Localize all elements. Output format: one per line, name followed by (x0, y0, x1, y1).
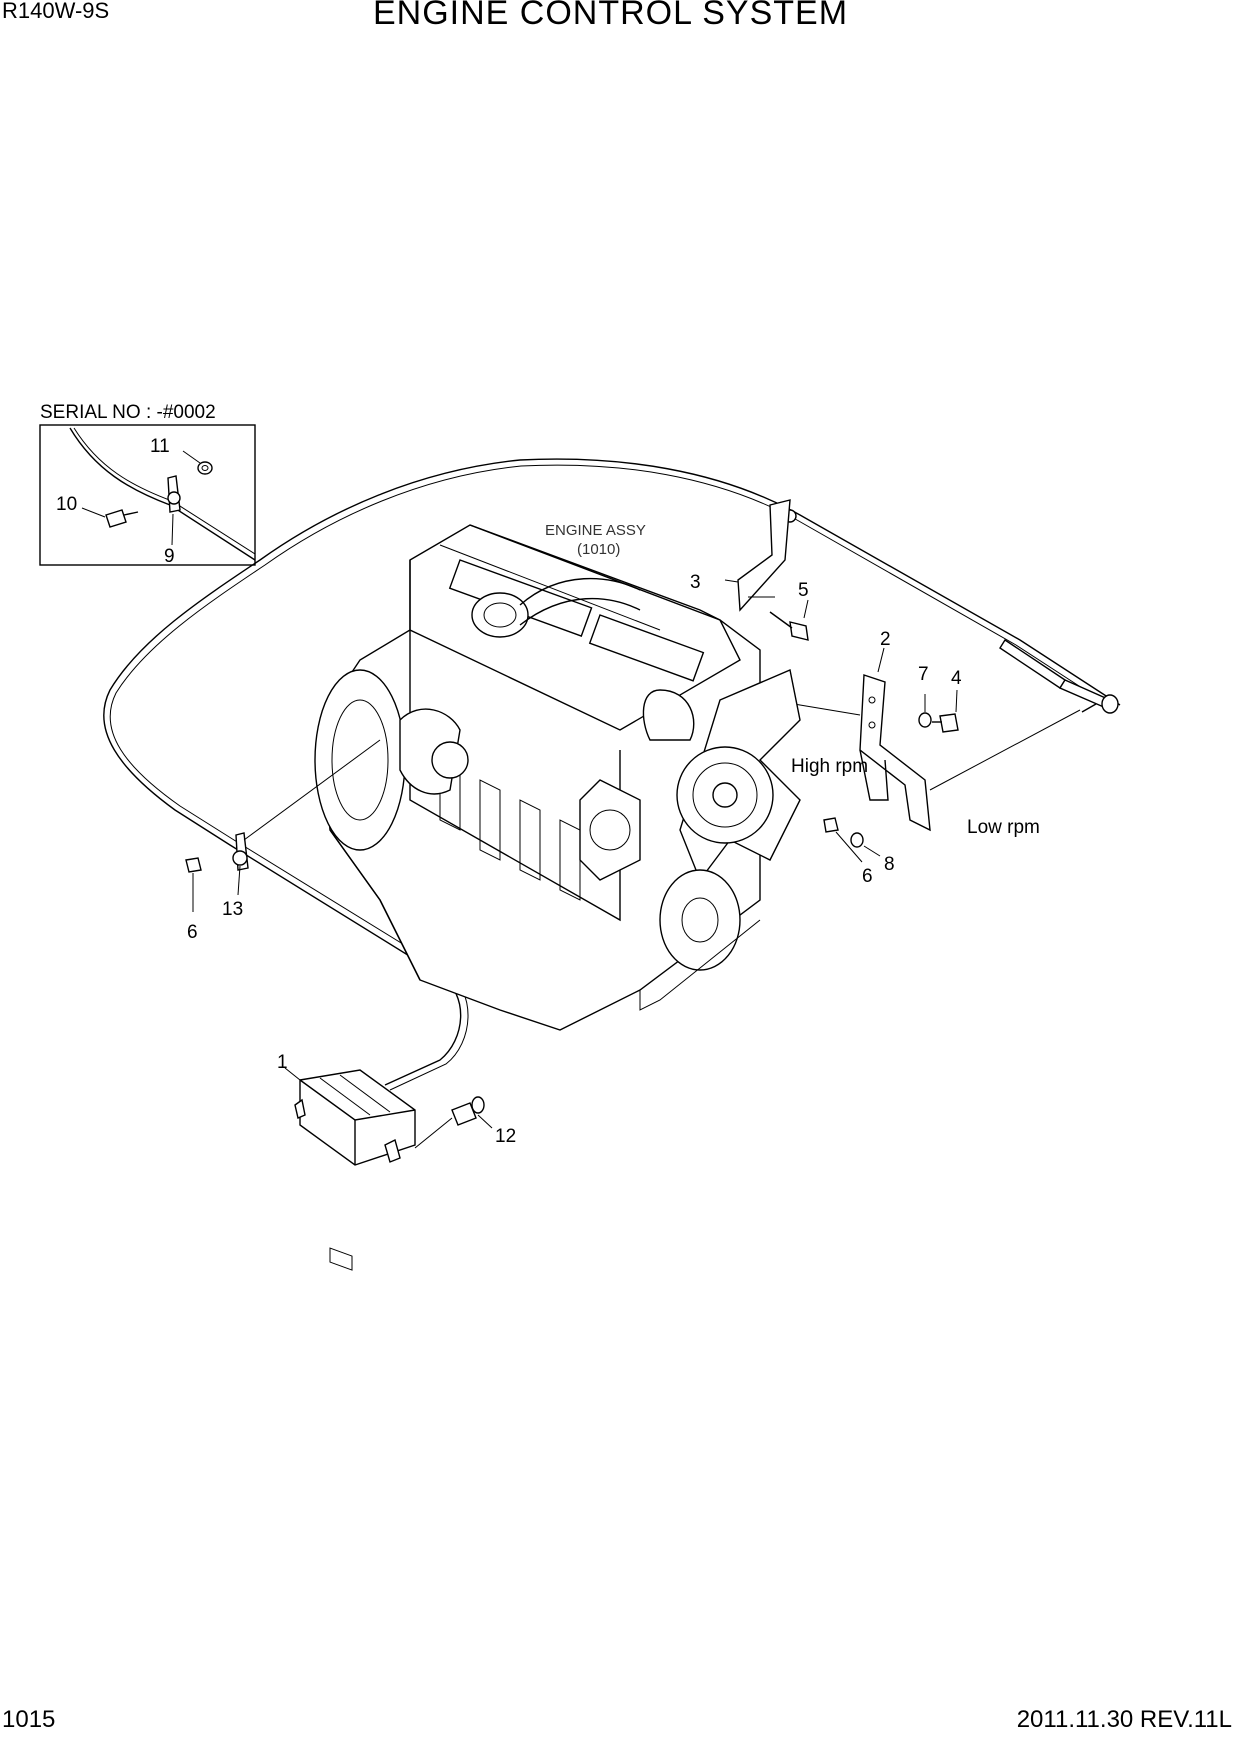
inset-washer (197, 461, 213, 475)
washer-7 (918, 712, 932, 728)
callout-3: 3 (690, 572, 701, 593)
callout-2: 2 (880, 629, 891, 650)
bolt-12 (451, 1102, 477, 1126)
callout-1: 1 (277, 1052, 288, 1073)
page-title: ENGINE CONTROL SYSTEM (373, 0, 849, 32)
control-unit-1 (294, 1069, 416, 1271)
high-rpm-label: High rpm (791, 756, 868, 777)
leader-3 (724, 579, 739, 583)
bolt-12-head (471, 1096, 485, 1114)
bolt-5-shank (769, 611, 793, 629)
callout-10: 10 (56, 494, 77, 515)
nut-8 (850, 832, 864, 848)
inset-box (39, 424, 256, 566)
leader-2 (877, 647, 885, 673)
page-number: 1015 (2, 1706, 56, 1733)
callout-5: 5 (798, 580, 809, 601)
serial-note: SERIAL NO : -#0002 (40, 402, 216, 423)
bracket-2-hole-a (868, 696, 876, 704)
bracket-2-lower (859, 749, 889, 801)
clamp-13-loop (232, 850, 248, 866)
bracket-2-hole-b (868, 721, 876, 729)
inset-clamp-loop (167, 491, 181, 505)
low-rpm-label: Low rpm (967, 817, 1040, 838)
throttle-cable (103, 458, 1121, 1086)
engine-assy-ref: (1010) (577, 541, 620, 558)
inset-bolt (105, 509, 127, 528)
bracket-2 (859, 674, 931, 832)
nut-6-right (823, 817, 839, 833)
leader-5 (803, 599, 809, 619)
leader-11 (182, 450, 201, 464)
inset-bolt-shank (123, 511, 139, 516)
inset-cable-edge (73, 427, 256, 555)
leader-6-right (835, 831, 863, 863)
inset-washer-hole (201, 465, 209, 471)
nut-6-left (185, 857, 202, 873)
callout-7: 7 (918, 664, 929, 685)
leader-12 (477, 1114, 493, 1129)
callout-13: 13 (222, 899, 243, 920)
model-number: R140W-9S (2, 0, 110, 23)
callout-8: 8 (884, 854, 895, 875)
leader-8 (863, 845, 881, 857)
bolt-5 (789, 621, 809, 641)
rod-end (1101, 694, 1119, 714)
bracket-3 (737, 499, 791, 612)
rod-to-lever (929, 709, 1081, 791)
leader-10 (81, 507, 106, 518)
clamp-13-link (243, 739, 381, 841)
callout-6-left: 6 (187, 922, 198, 943)
bolt-4 (939, 713, 959, 733)
inset-cable (69, 427, 256, 561)
engine-assy: ENGINE ASSY (1010) (314, 522, 801, 1031)
callout-11: 11 (150, 436, 170, 457)
leader-13 (237, 865, 241, 896)
callout-6-right: 6 (862, 866, 873, 887)
bolt-12-shank (414, 1117, 453, 1149)
leader-4 (955, 689, 958, 713)
engine-assy-label: ENGINE ASSY (545, 522, 646, 539)
cable-sleeve (999, 639, 1066, 689)
rod-end-pin (1081, 703, 1097, 713)
callout-9: 9 (164, 546, 175, 567)
callout-12: 12 (495, 1126, 516, 1147)
leader-1 (284, 1067, 301, 1081)
callout-4: 4 (951, 668, 962, 689)
leader-9 (171, 513, 174, 546)
revision-date: 2011.11.30 REV.11L (1016, 1706, 1232, 1733)
